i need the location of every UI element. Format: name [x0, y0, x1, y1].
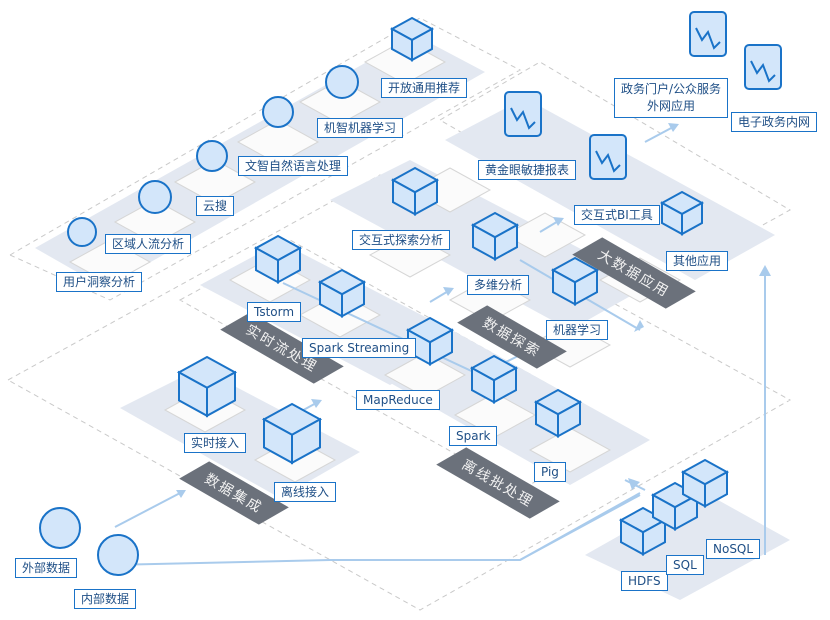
label-spark: Spark	[449, 426, 498, 446]
label-realtime-ingest: 实时接入	[184, 433, 247, 453]
ml-star-icon	[550, 256, 600, 306]
exploration-star-icon	[390, 166, 440, 216]
label-pig: Pig	[534, 462, 566, 482]
label-ml: 机器学习	[546, 320, 609, 340]
label-area-traffic: 区域人流分析	[105, 234, 192, 254]
document-icon	[389, 16, 435, 62]
label-olap: 多维分析	[467, 275, 530, 295]
report-monitor-icon	[504, 91, 542, 137]
label-machine-learning-top: 机智机器学习	[317, 118, 404, 138]
portal-monitor-icon	[689, 11, 727, 57]
label-public-portal: 政务门户/公众服务外网应用	[614, 78, 729, 118]
spark-streaming-cube-icon	[317, 268, 367, 318]
label-sql: SQL	[666, 555, 704, 575]
label-internal-data: 内部数据	[74, 589, 137, 609]
lightbulb-icon	[262, 96, 294, 128]
app-cube-icon	[659, 190, 705, 236]
user-icon	[67, 217, 97, 247]
crowd-icon	[138, 180, 172, 214]
arrow-heads	[176, 123, 771, 498]
label-hdfs: HDFS	[621, 571, 668, 591]
label-external-data: 外部数据	[15, 558, 78, 578]
target-icon	[325, 65, 359, 99]
label-tstorm: Tstorm	[247, 302, 302, 322]
intranet-monitor-icon	[744, 44, 782, 90]
label-mapreduce: MapReduce	[356, 390, 440, 410]
label-user-insight: 用户洞察分析	[56, 272, 143, 292]
spark-cube-icon	[469, 354, 519, 404]
platform-tile	[503, 212, 587, 258]
pig-cube-icon	[533, 388, 583, 438]
external-cloud-icon	[39, 507, 81, 549]
label-bi-tool: 交互式BI工具	[574, 205, 660, 225]
label-intranet: 电子政务内网	[731, 112, 818, 132]
olap-star-icon	[470, 211, 520, 261]
realtime-ingest-icon	[176, 355, 238, 418]
label-interactive-exploration: 交互式探索分析	[352, 230, 451, 250]
label-report: 黄金眼敏捷报表	[478, 160, 577, 180]
bi-monitor-icon	[589, 134, 627, 180]
internal-cloud-lock-icon	[97, 534, 139, 576]
label-spark-streaming: Spark Streaming	[302, 338, 417, 358]
offline-ingest-icon	[261, 402, 323, 465]
tstorm-cube-icon	[253, 234, 303, 284]
platform-tile	[383, 352, 467, 398]
label-offline-ingest: 离线接入	[274, 482, 337, 502]
label-nlp: 文智自然语言处理	[238, 156, 349, 176]
label-recommendation: 开放通用推荐	[381, 78, 468, 98]
label-cloud-search: 云搜	[196, 196, 235, 216]
label-other-apps: 其他应用	[666, 251, 729, 271]
nosql-server-icon	[680, 458, 730, 508]
label-nosql: NoSQL	[706, 539, 761, 559]
icons	[39, 11, 782, 576]
search-icon	[196, 140, 228, 172]
